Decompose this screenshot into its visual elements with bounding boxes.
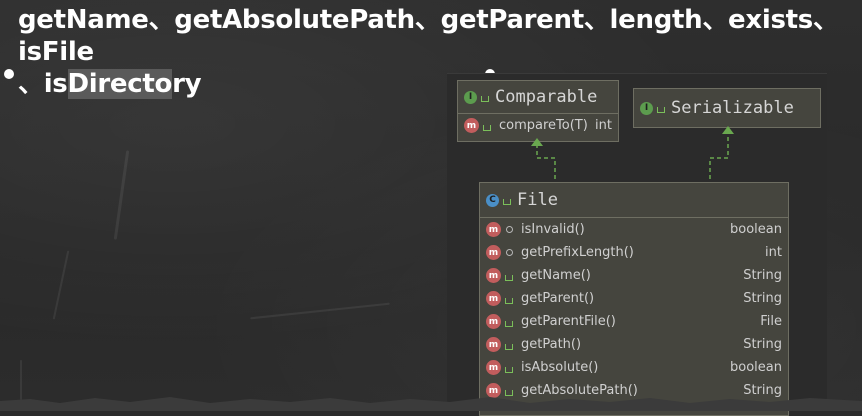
serializable-interface-box[interactable]: I Serializable [633, 88, 821, 128]
public-lock-icon [505, 389, 513, 396]
comparable-name: Comparable [495, 87, 598, 107]
method-icon: m [464, 118, 479, 133]
text-selection-highlight[interactable]: Directo [67, 69, 173, 99]
page-title: getName、getAbsolutePath、getParent、length… [18, 4, 858, 100]
method-name: isAbsolute() [521, 360, 599, 375]
method-return-type: File [760, 314, 782, 329]
serializable-header: I Serializable [634, 89, 820, 127]
interface-icon: I [640, 101, 653, 115]
serializable-name: Serializable [671, 98, 794, 118]
method-name: getAbsolutePath() [521, 383, 638, 398]
method-icon: m [486, 245, 501, 260]
comparable-methods: m compareTo(T) int [458, 113, 618, 137]
implements-arrows [531, 126, 734, 182]
method-return-type: int [595, 118, 612, 133]
uml-diagram-panel: I Comparable m compareTo(T) int I Serial… [447, 73, 827, 416]
method-return-type: String [743, 383, 782, 398]
public-lock-icon [481, 96, 489, 102]
title-line-2-suffix: ry [172, 69, 202, 99]
method-return-type: int [765, 245, 782, 260]
method-icon: m [486, 360, 501, 375]
method-return-type: String [743, 337, 782, 352]
torn-edge-decoration [0, 397, 862, 411]
method-name: isInvalid() [521, 222, 585, 237]
method-icon: m [486, 291, 501, 306]
method-icon: m [486, 337, 501, 352]
method-row: m isInvalid() boolean [480, 218, 788, 241]
method-name: getName() [521, 268, 591, 283]
public-lock-icon [505, 343, 513, 350]
method-row: m getPrefixLength() int [480, 241, 788, 264]
method-icon: m [486, 222, 501, 237]
public-lock-icon [505, 320, 513, 327]
file-header: C File [480, 183, 788, 217]
file-to-comparable-arrow-line [536, 144, 556, 182]
title-line-2: 、isDirectory [18, 68, 858, 100]
title-line-1: getName、getAbsolutePath、getParent、length… [18, 5, 839, 67]
public-lock-icon [503, 199, 511, 205]
package-private-icon [506, 249, 513, 256]
method-return-type: boolean [730, 360, 782, 375]
interface-icon: I [464, 90, 477, 104]
method-icon: m [486, 383, 501, 398]
method-icon: m [486, 268, 501, 283]
method-return-type: boolean [730, 222, 782, 237]
method-return-type: String [743, 268, 782, 283]
file-to-serializable-arrow-line [709, 130, 729, 182]
file-methods: m isInvalid() boolean m getPrefixLength() int… [480, 217, 788, 402]
public-lock-icon [483, 124, 491, 131]
method-row: m compareTo(T) int [458, 114, 618, 137]
class-icon: C [486, 193, 499, 207]
public-lock-icon [505, 274, 513, 281]
file-name: File [517, 190, 558, 210]
method-name: getParentFile() [521, 314, 616, 329]
arrow-head-serializable [722, 126, 734, 134]
public-lock-icon [657, 107, 665, 113]
method-row: m getPath() String [480, 333, 788, 356]
bullet-dot [4, 69, 14, 79]
comparable-interface-box[interactable]: I Comparable m compareTo(T) int [457, 80, 619, 142]
public-lock-icon [505, 366, 513, 373]
method-row: m getAbsolutePath() String [480, 379, 788, 402]
title-line-2-prefix: 、is [18, 69, 68, 99]
chalk-streak [20, 360, 22, 400]
method-name: getParent() [521, 291, 595, 306]
package-private-icon [506, 226, 513, 233]
file-class-box[interactable]: C File m isInvalid() boolean m getPrefixLeng… [479, 182, 789, 416]
comparable-header: I Comparable [458, 81, 618, 113]
arrow-head-comparable [531, 138, 543, 146]
method-icon: m [486, 314, 501, 329]
method-row: m isAbsolute() boolean [480, 356, 788, 379]
method-name: getPrefixLength() [521, 245, 634, 260]
public-lock-icon [505, 297, 513, 304]
method-row: m getParent() String [480, 287, 788, 310]
method-name: compareTo(T) [499, 118, 588, 133]
method-return-type: String [743, 291, 782, 306]
method-row: m getName() String [480, 264, 788, 287]
method-row: m getParentFile() File [480, 310, 788, 333]
method-name: getPath() [521, 337, 582, 352]
